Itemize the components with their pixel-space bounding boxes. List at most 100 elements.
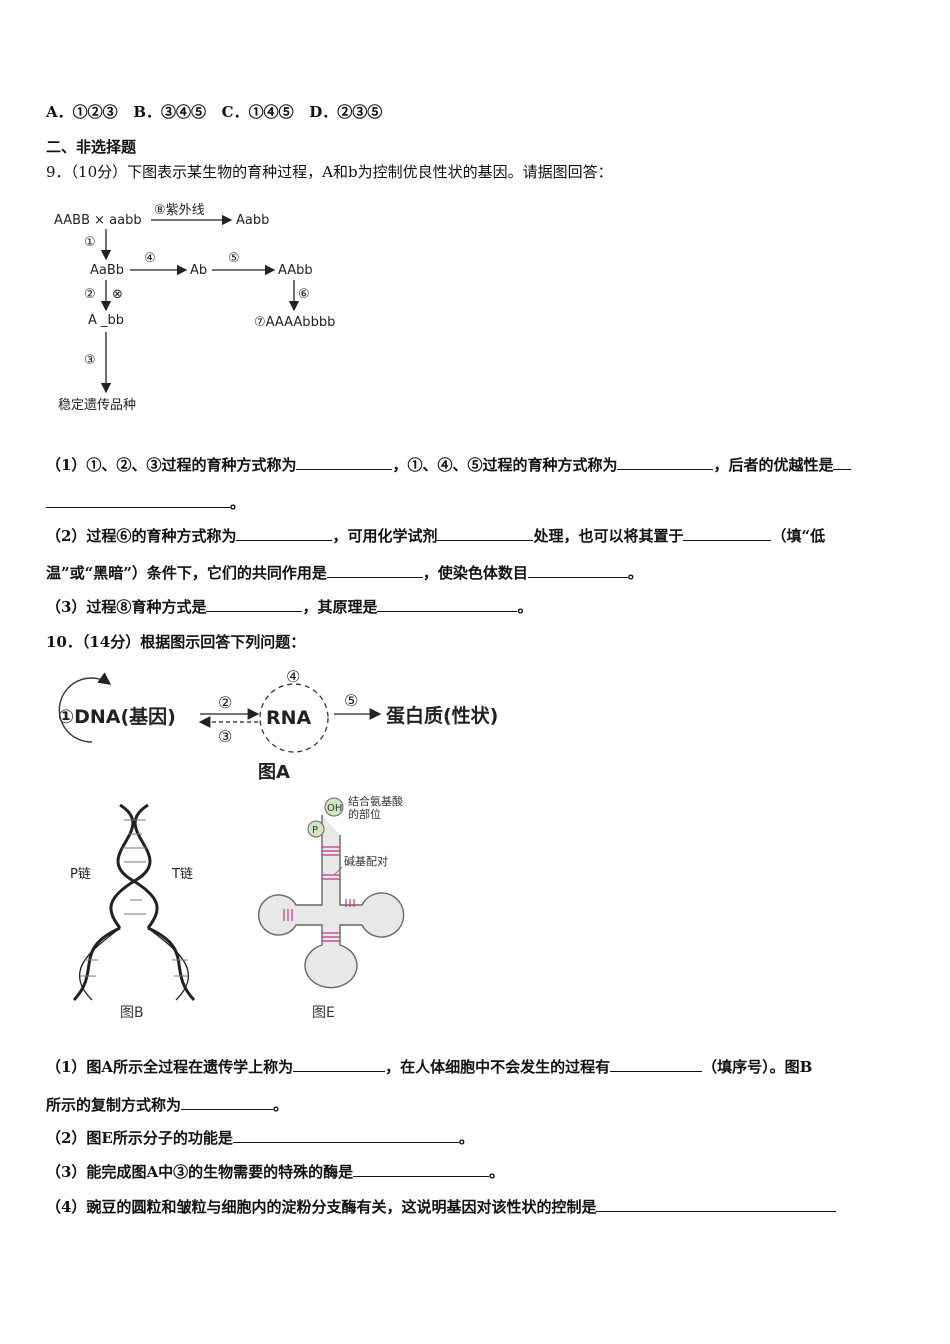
q10-figure-b: P链 T链 图B — [70, 803, 196, 1021]
q9-p1-text-a: （1）①、②、③过程的育种方式称为 — [46, 456, 297, 474]
t-chain-label: T链 — [171, 867, 193, 882]
q9-p3-line: （3）过程⑧育种方式是 ，其原理是 。 — [46, 597, 532, 617]
q10-p4-line: （4）豌豆的圆粒和皱粒与细胞内的淀粉分支酶有关，这说明基因对该性状的控制是 — [46, 1197, 837, 1217]
q10-p1-text-e: 。 — [273, 1096, 289, 1114]
q8-option-c: C．①④⑤ — [221, 103, 294, 121]
fig-a-step4: ④ — [286, 667, 300, 686]
q10-p1-text-a: （1）图A所示全过程在遗传学上称为 — [46, 1058, 294, 1076]
f1-label: AaBb — [90, 263, 124, 278]
base-pairing-label: 碱基配对 — [344, 854, 388, 868]
q8-option-a: A．①②③ — [46, 103, 118, 121]
step3-label: ③ — [84, 353, 96, 368]
q10-blank-5[interactable] — [353, 1162, 490, 1177]
p-chain-left — [72, 926, 121, 1002]
q9-p2-text-e: 温”或“黑暗”）条件下，它们的共同作用是 — [46, 564, 327, 582]
q10-p1-line1: （1）图A所示全过程在遗传学上称为 ，在人体细胞中不会发生的过程有 （填序号）。图B — [46, 1057, 812, 1077]
q9-p2-text-b: ，可用化学试剂 — [332, 527, 438, 545]
aabb-result: Aabb — [236, 213, 269, 228]
cross-label: AABB × aabb — [54, 213, 142, 228]
q10-p1-text-b: ，在人体细胞中不会发生的过程有 — [385, 1058, 611, 1076]
q9-breeding-diagram: AABB × aabb ⑧紫外线 Aabb ① AaBb ④ Ab ⑤ AAbb… — [54, 203, 335, 413]
q9-blank-6[interactable] — [683, 526, 772, 541]
q10-figure-a: ①DNA(基因) ② ③ ④ RNA ⑤ 蛋白质(性状) 图A — [58, 667, 498, 783]
step2-label: ② — [84, 287, 96, 302]
stable-variety-label: 稳定遗传品种 — [58, 397, 136, 413]
q9-p2-text-a: （2）过程⑥的育种方式称为 — [46, 527, 237, 545]
protein-trait-label: 蛋白质(性状) — [386, 704, 498, 727]
a-bb-label: A _bb — [88, 313, 124, 328]
oh-label: OH — [327, 803, 342, 814]
q10-p3-text-b: 。 — [489, 1163, 505, 1181]
tetraploid-label: ⑦AAAAbbbb — [254, 315, 335, 330]
oh-end — [324, 797, 344, 817]
new-chain-left — [78, 927, 121, 1001]
aa-site-label: 结合氨基酸 — [348, 795, 403, 808]
q10-p1-text-c: （填序号）。图B — [702, 1058, 813, 1076]
q8-option-d: D．②③⑤ — [309, 103, 383, 121]
q9-blank-10[interactable] — [377, 597, 518, 612]
q10-stem: 10．（14分）根据图示回答下列问题： — [46, 633, 306, 651]
q9-blank-9[interactable] — [206, 597, 303, 612]
q9-p2-line2: 温”或“黑暗”）条件下，它们的共同作用是，使染色体数目。 — [46, 563, 643, 583]
q10-p2-text-b: 。 — [458, 1129, 474, 1147]
q9-blank-7[interactable] — [326, 563, 423, 578]
q10-blank-3[interactable] — [181, 1095, 274, 1110]
q10-blank-1[interactable] — [293, 1057, 386, 1072]
q9-p1-line2: 。 — [46, 493, 245, 513]
t-chain-right — [147, 926, 196, 1002]
q10-figure-e: OH P 结合氨基酸 的部位 碱基配对 图E — [258, 795, 405, 1021]
q9-p3-text-b: ，其原理是 — [302, 598, 378, 616]
rna-replication-loop — [259, 683, 329, 753]
step4-label: ④ — [144, 251, 156, 266]
q9-p2-text-d: （填“低 — [771, 527, 826, 545]
section-title: 二、非选择题 — [46, 138, 137, 156]
q9-blank-8[interactable] — [527, 563, 628, 578]
fig-a-step2: ② — [218, 693, 232, 712]
q9-p3-text-c: 。 — [517, 598, 533, 616]
q10-p2-text-a: （2）图E所示分子的功能是 — [46, 1129, 233, 1147]
helix-strand-2 — [109, 803, 152, 929]
q9-p2-text-c: 处理，也可以将其置于 — [533, 527, 684, 545]
aabb2-label: AAbb — [278, 263, 313, 278]
q9-stem: 9．（10分）下图表示某生物的育种过程，A和b为控制优良性状的基因。请据图回答： — [46, 163, 613, 181]
fig-a-step5: ⑤ — [344, 691, 358, 710]
replication-loop — [58, 672, 112, 743]
q9-p2-text-g: 。 — [627, 564, 643, 582]
q9-p3-text-a: （3）过程⑧育种方式是 — [46, 598, 207, 616]
q9-p1-text-b: ，①、④、⑤过程的育种方式称为 — [392, 456, 618, 474]
q8-option-b: B．③④⑤ — [133, 103, 206, 121]
new-chain-right — [147, 927, 190, 1001]
q10-p1-text-d: 所示的复制方式称为 — [46, 1096, 182, 1114]
fig-b-caption: 图B — [120, 1005, 144, 1021]
q9-p2-line1: （2）过程⑥的育种方式称为 ，可用化学试剂 处理，也可以将其置于 （填“低 — [46, 526, 825, 546]
rna-label: RNA — [266, 707, 312, 729]
q10-blank-6[interactable] — [596, 1197, 837, 1212]
p-end — [307, 820, 325, 838]
helix-strand-1 — [116, 803, 159, 929]
q10-p4-text-a: （4）豌豆的圆粒和皱粒与细胞内的淀粉分支酶有关，这说明基因对该性状的控制是 — [46, 1198, 597, 1216]
q9-p1-line1: （1）①、②、③过程的育种方式称为 ，①、④、⑤过程的育种方式称为 ，后者的优越性是 — [46, 455, 852, 475]
fig-a-step3: ③ — [218, 727, 232, 746]
fig-a-caption: 图A — [258, 762, 290, 783]
q9-blank-1[interactable] — [296, 455, 393, 470]
q9-blank-3a[interactable] — [833, 455, 852, 470]
q10-blank-4[interactable] — [232, 1128, 459, 1143]
q8-options: A．①②③ B．③④⑤ C．①④⑤ D．②③⑤ — [46, 102, 382, 122]
q9-blank-3b[interactable] — [46, 493, 230, 508]
p-label: P — [312, 825, 318, 836]
step1-label: ① — [84, 235, 96, 250]
aa-site-label-2: 的部位 — [348, 807, 381, 821]
q10-p2-line: （2）图E所示分子的功能是 。 — [46, 1128, 474, 1148]
q9-blank-5[interactable] — [437, 526, 534, 541]
q9-blank-2[interactable] — [617, 455, 714, 470]
ab-label: Ab — [190, 263, 207, 278]
fig-e-caption: 图E — [312, 1005, 335, 1021]
step5-label: ⑤ — [228, 251, 240, 266]
q9-blank-4[interactable] — [236, 526, 333, 541]
uv-label: ⑧紫外线 — [154, 203, 205, 218]
q9-p1-text-c: ，后者的优越性是 — [713, 456, 834, 474]
dna-gene-label: ①DNA(基因) — [58, 705, 176, 728]
trna-body — [258, 815, 405, 989]
q10-blank-2[interactable] — [610, 1057, 703, 1072]
q10-p3-text-a: （3）能完成图A中③的生物需要的特殊的酶是 — [46, 1163, 354, 1181]
